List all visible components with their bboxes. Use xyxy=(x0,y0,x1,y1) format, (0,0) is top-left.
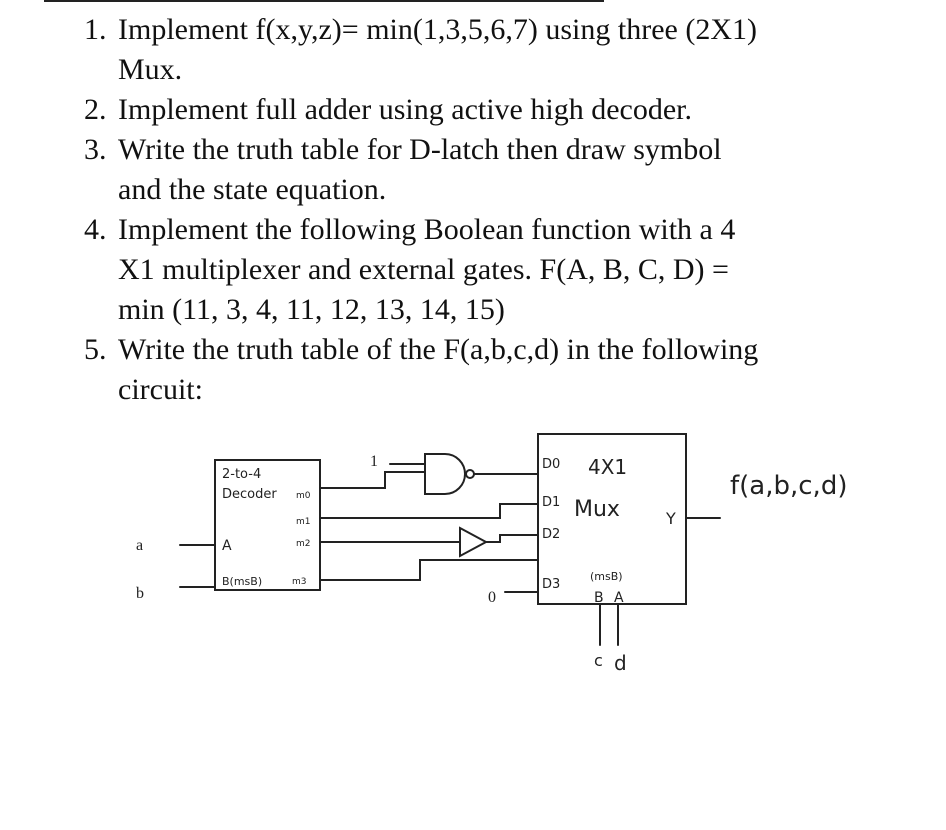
mux-sel-note: (msB) xyxy=(590,570,623,583)
circuit-svg: a b 1 0 2-to-4 Decoder m0 m1 m2 m3 A B(m… xyxy=(136,433,847,675)
nand-bubble xyxy=(465,469,475,479)
question-text: Write the truth table for D-latch then d… xyxy=(118,133,722,166)
output-label: f(a,b,c,d) xyxy=(730,471,847,501)
question-number: 4. xyxy=(84,213,107,246)
question-text: Mux. xyxy=(118,53,183,86)
question-3: 3. Write the truth table for D-latch the… xyxy=(84,130,884,210)
question-list: 1. Implement f(x,y,z)= min(1,3,5,6,7) us… xyxy=(84,10,884,410)
decoder-box xyxy=(214,459,321,591)
mux-in-d1: D1 xyxy=(542,495,560,510)
input-a-label: a xyxy=(136,537,143,554)
question-text: X1 multiplexer and external gates. F(A, … xyxy=(118,253,729,286)
const-zero-label: 0 xyxy=(488,589,496,606)
question-text: circuit: xyxy=(118,373,203,406)
question-2: 2. Implement full adder using active hig… xyxy=(84,90,884,130)
mux-in-d0: D0 xyxy=(542,457,560,472)
wire-m0 xyxy=(319,471,426,489)
question-text: and the state equation. xyxy=(118,173,387,206)
decoder-out-m1: m1 xyxy=(296,517,311,527)
question-number: 3. xyxy=(84,133,107,166)
mux-out-y: Y xyxy=(665,509,676,528)
decoder-label-2: Decoder xyxy=(222,487,277,502)
wire-m1 xyxy=(319,503,539,519)
wire-d2 xyxy=(485,534,539,543)
decoder-out-m3: m3 xyxy=(292,577,307,587)
question-text: Implement the following Boolean function… xyxy=(118,213,736,246)
mux-label-2: Mux xyxy=(574,497,620,522)
input-b-label: b xyxy=(136,585,144,602)
select-d: d xyxy=(614,651,627,675)
question-4: 4. Implement the following Boolean funct… xyxy=(84,210,884,330)
decoder-label-1: 2-to-4 xyxy=(222,467,261,482)
decoder-out-m2: m2 xyxy=(296,539,311,549)
question-text: Write the truth table of the F(a,b,c,d) … xyxy=(118,333,759,366)
decoder-in-b: B(msB) xyxy=(222,575,262,588)
mux-sel-b: B xyxy=(594,590,604,606)
question-text: Implement full adder using active high d… xyxy=(118,93,692,126)
buffer-gate xyxy=(459,526,489,558)
question-number: 1. xyxy=(84,13,107,46)
question-number: 5. xyxy=(84,333,107,366)
nand-gate xyxy=(424,453,466,495)
mux-in-d2: D2 xyxy=(542,527,560,542)
select-c: c xyxy=(594,651,603,670)
question-5: 5. Write the truth table of the F(a,b,c,… xyxy=(84,330,884,410)
question-text: Implement f(x,y,z)= min(1,3,5,6,7) using… xyxy=(118,13,757,46)
top-rule xyxy=(44,0,604,2)
decoder-out-m0: m0 xyxy=(296,491,311,501)
circuit-diagram: a b 1 0 2-to-4 Decoder m0 m1 m2 m3 A B(m… xyxy=(0,420,946,830)
const-one-label: 1 xyxy=(370,453,378,470)
wire-m3 xyxy=(319,559,539,581)
mux-in-d3: D3 xyxy=(542,577,560,592)
question-1: 1. Implement f(x,y,z)= min(1,3,5,6,7) us… xyxy=(84,10,884,90)
mux-sel-a: A xyxy=(614,590,624,606)
question-number: 2. xyxy=(84,93,107,126)
mux-label-1: 4X1 xyxy=(588,455,627,479)
question-text: min (11, 3, 4, 11, 12, 13, 14, 15) xyxy=(118,293,505,326)
decoder-in-a: A xyxy=(222,538,232,554)
